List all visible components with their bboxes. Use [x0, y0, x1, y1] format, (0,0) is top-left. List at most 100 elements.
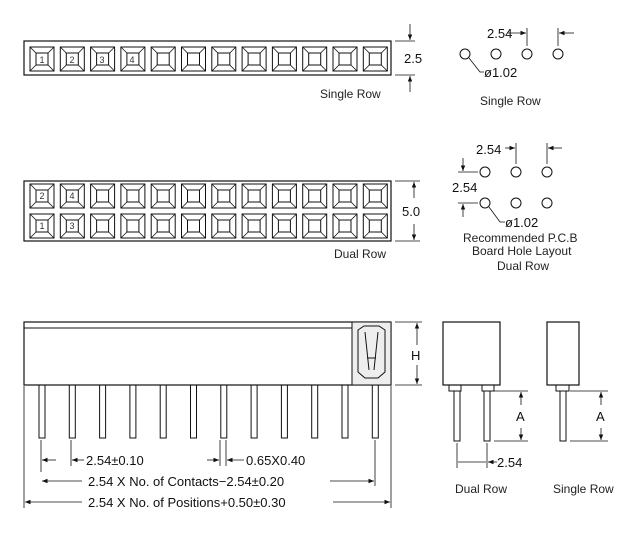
socket-cell — [271, 183, 297, 209]
single-row-caption: Single Row — [320, 87, 381, 101]
pcb-hole — [541, 197, 553, 209]
socket-cell — [211, 46, 237, 72]
dual-end-pitch-dim: 2.54 — [497, 455, 522, 470]
positions-formula-dim: 2.54 X No. of Positions+0.50±0.30 — [88, 495, 286, 510]
dual-hole-dim: ø1.02 — [505, 215, 538, 230]
single-row-cells — [29, 46, 388, 72]
pcb-hole — [552, 48, 564, 60]
single-row-end-view: A Single Row — [546, 321, 614, 496]
cell-number-1: 1 — [39, 221, 44, 231]
pin-shoulder — [555, 384, 570, 392]
pcb-hole — [510, 197, 522, 209]
single-row-pcb-layout: 2.54 ø1.02 Single Row — [459, 26, 574, 108]
socket-cell — [120, 183, 146, 209]
dual-row-top-view: 2 4 1 3 5.0 Dual Row — [23, 180, 420, 261]
socket-cell — [302, 46, 328, 72]
pin-shoulder — [448, 384, 462, 392]
pin-size-dim: 0.65X0.40 — [246, 453, 305, 468]
pcb-caption-line-3: Dual Row — [497, 259, 549, 273]
single-height-dim: 2.5 — [404, 51, 422, 66]
side-pin — [341, 384, 349, 439]
dual-height-dim: 5.0 — [402, 204, 420, 219]
socket-cell — [150, 183, 176, 209]
socket-cell — [59, 46, 85, 72]
side-pin — [250, 384, 258, 439]
cell-number-2: 2 — [39, 191, 44, 201]
single-end-housing — [546, 321, 580, 386]
side-pin — [99, 384, 107, 439]
side-housing — [23, 321, 392, 386]
pcb-hole — [510, 166, 522, 178]
cell-number-3: 3 — [69, 221, 74, 231]
dual-end-caption: Dual Row — [455, 482, 507, 496]
dual-row-cells — [29, 183, 388, 239]
socket-cell — [181, 213, 206, 239]
side-pins — [38, 384, 379, 439]
height-label: H — [411, 348, 420, 363]
single-hole-dim: ø1.02 — [484, 65, 517, 80]
socket-cell — [271, 46, 297, 72]
side-pin — [38, 384, 46, 439]
end-pin — [453, 390, 461, 442]
contact-spring — [364, 331, 379, 371]
socket-cell — [90, 183, 116, 209]
socket-cell — [59, 213, 85, 239]
pitch-tolerance-dim: 2.54±0.10 — [86, 453, 144, 468]
socket-cell — [150, 213, 176, 239]
leader-line — [488, 206, 505, 223]
socket-cell — [211, 183, 237, 209]
socket-cell — [302, 213, 328, 239]
pcb-caption-line-2: Board Hole Layout — [472, 244, 572, 258]
pcb-hole — [479, 197, 491, 209]
socket-cell — [211, 213, 237, 239]
side-pin — [311, 384, 319, 439]
leader-line — [468, 57, 484, 73]
socket-cell — [120, 46, 146, 72]
socket-cell — [29, 213, 55, 239]
pcb-hole — [490, 48, 502, 60]
dual-pin-length-label: A — [516, 409, 525, 424]
socket-cell — [29, 183, 55, 209]
socket-cell — [332, 183, 358, 209]
contact-cavity — [357, 325, 386, 379]
pin-shoulder — [481, 384, 495, 392]
cell-number-4: 4 — [69, 191, 74, 201]
socket-cell — [59, 183, 85, 209]
side-pin — [371, 384, 379, 439]
socket-cell — [241, 183, 267, 209]
dual-pitch-dim-v: 2.54 — [452, 180, 477, 195]
socket-cell — [90, 213, 116, 239]
side-view: H 2.54±0.10 0.65X0.40 2.54 X No. of Cont… — [23, 321, 422, 510]
socket-cell — [302, 183, 328, 209]
single-row-housing — [23, 40, 392, 76]
dual-pitch-dim-h: 2.54 — [476, 142, 501, 157]
single-pcb-caption: Single Row — [480, 94, 541, 108]
side-pin — [159, 384, 167, 439]
pcb-hole — [479, 166, 491, 178]
socket-cell — [362, 183, 388, 209]
socket-cell — [181, 183, 206, 209]
socket-cell — [90, 46, 116, 72]
dual-row-pcb-layout: 2.54 2.54 ø1.02 Recommended P.C.B Board … — [452, 142, 578, 273]
socket-cell — [241, 46, 267, 72]
side-pin — [220, 384, 228, 439]
end-pin — [483, 390, 491, 442]
socket-cell — [332, 213, 358, 239]
single-pitch-dim: 2.54 — [487, 26, 512, 41]
cell-number-3: 3 — [99, 55, 104, 65]
pcb-hole — [459, 48, 471, 60]
single-end-caption: Single Row — [553, 482, 614, 496]
dual-row-housing — [23, 180, 392, 242]
socket-cell — [29, 46, 55, 72]
single-row-top-view: 1 2 3 4 2.5 Single Row — [23, 24, 422, 101]
side-pin — [129, 384, 137, 439]
cell-number-2: 2 — [69, 55, 74, 65]
socket-cell — [181, 46, 206, 72]
pcb-caption-line-1: Recommended P.C.B — [463, 231, 578, 245]
pcb-hole — [541, 166, 553, 178]
dual-end-housing — [442, 321, 501, 386]
dual-row-end-view: A 2.54 Dual Row — [442, 321, 528, 496]
socket-cell — [150, 46, 176, 72]
contacts-formula-dim: 2.54 X No. of Contacts−2.54±0.20 — [88, 474, 284, 489]
